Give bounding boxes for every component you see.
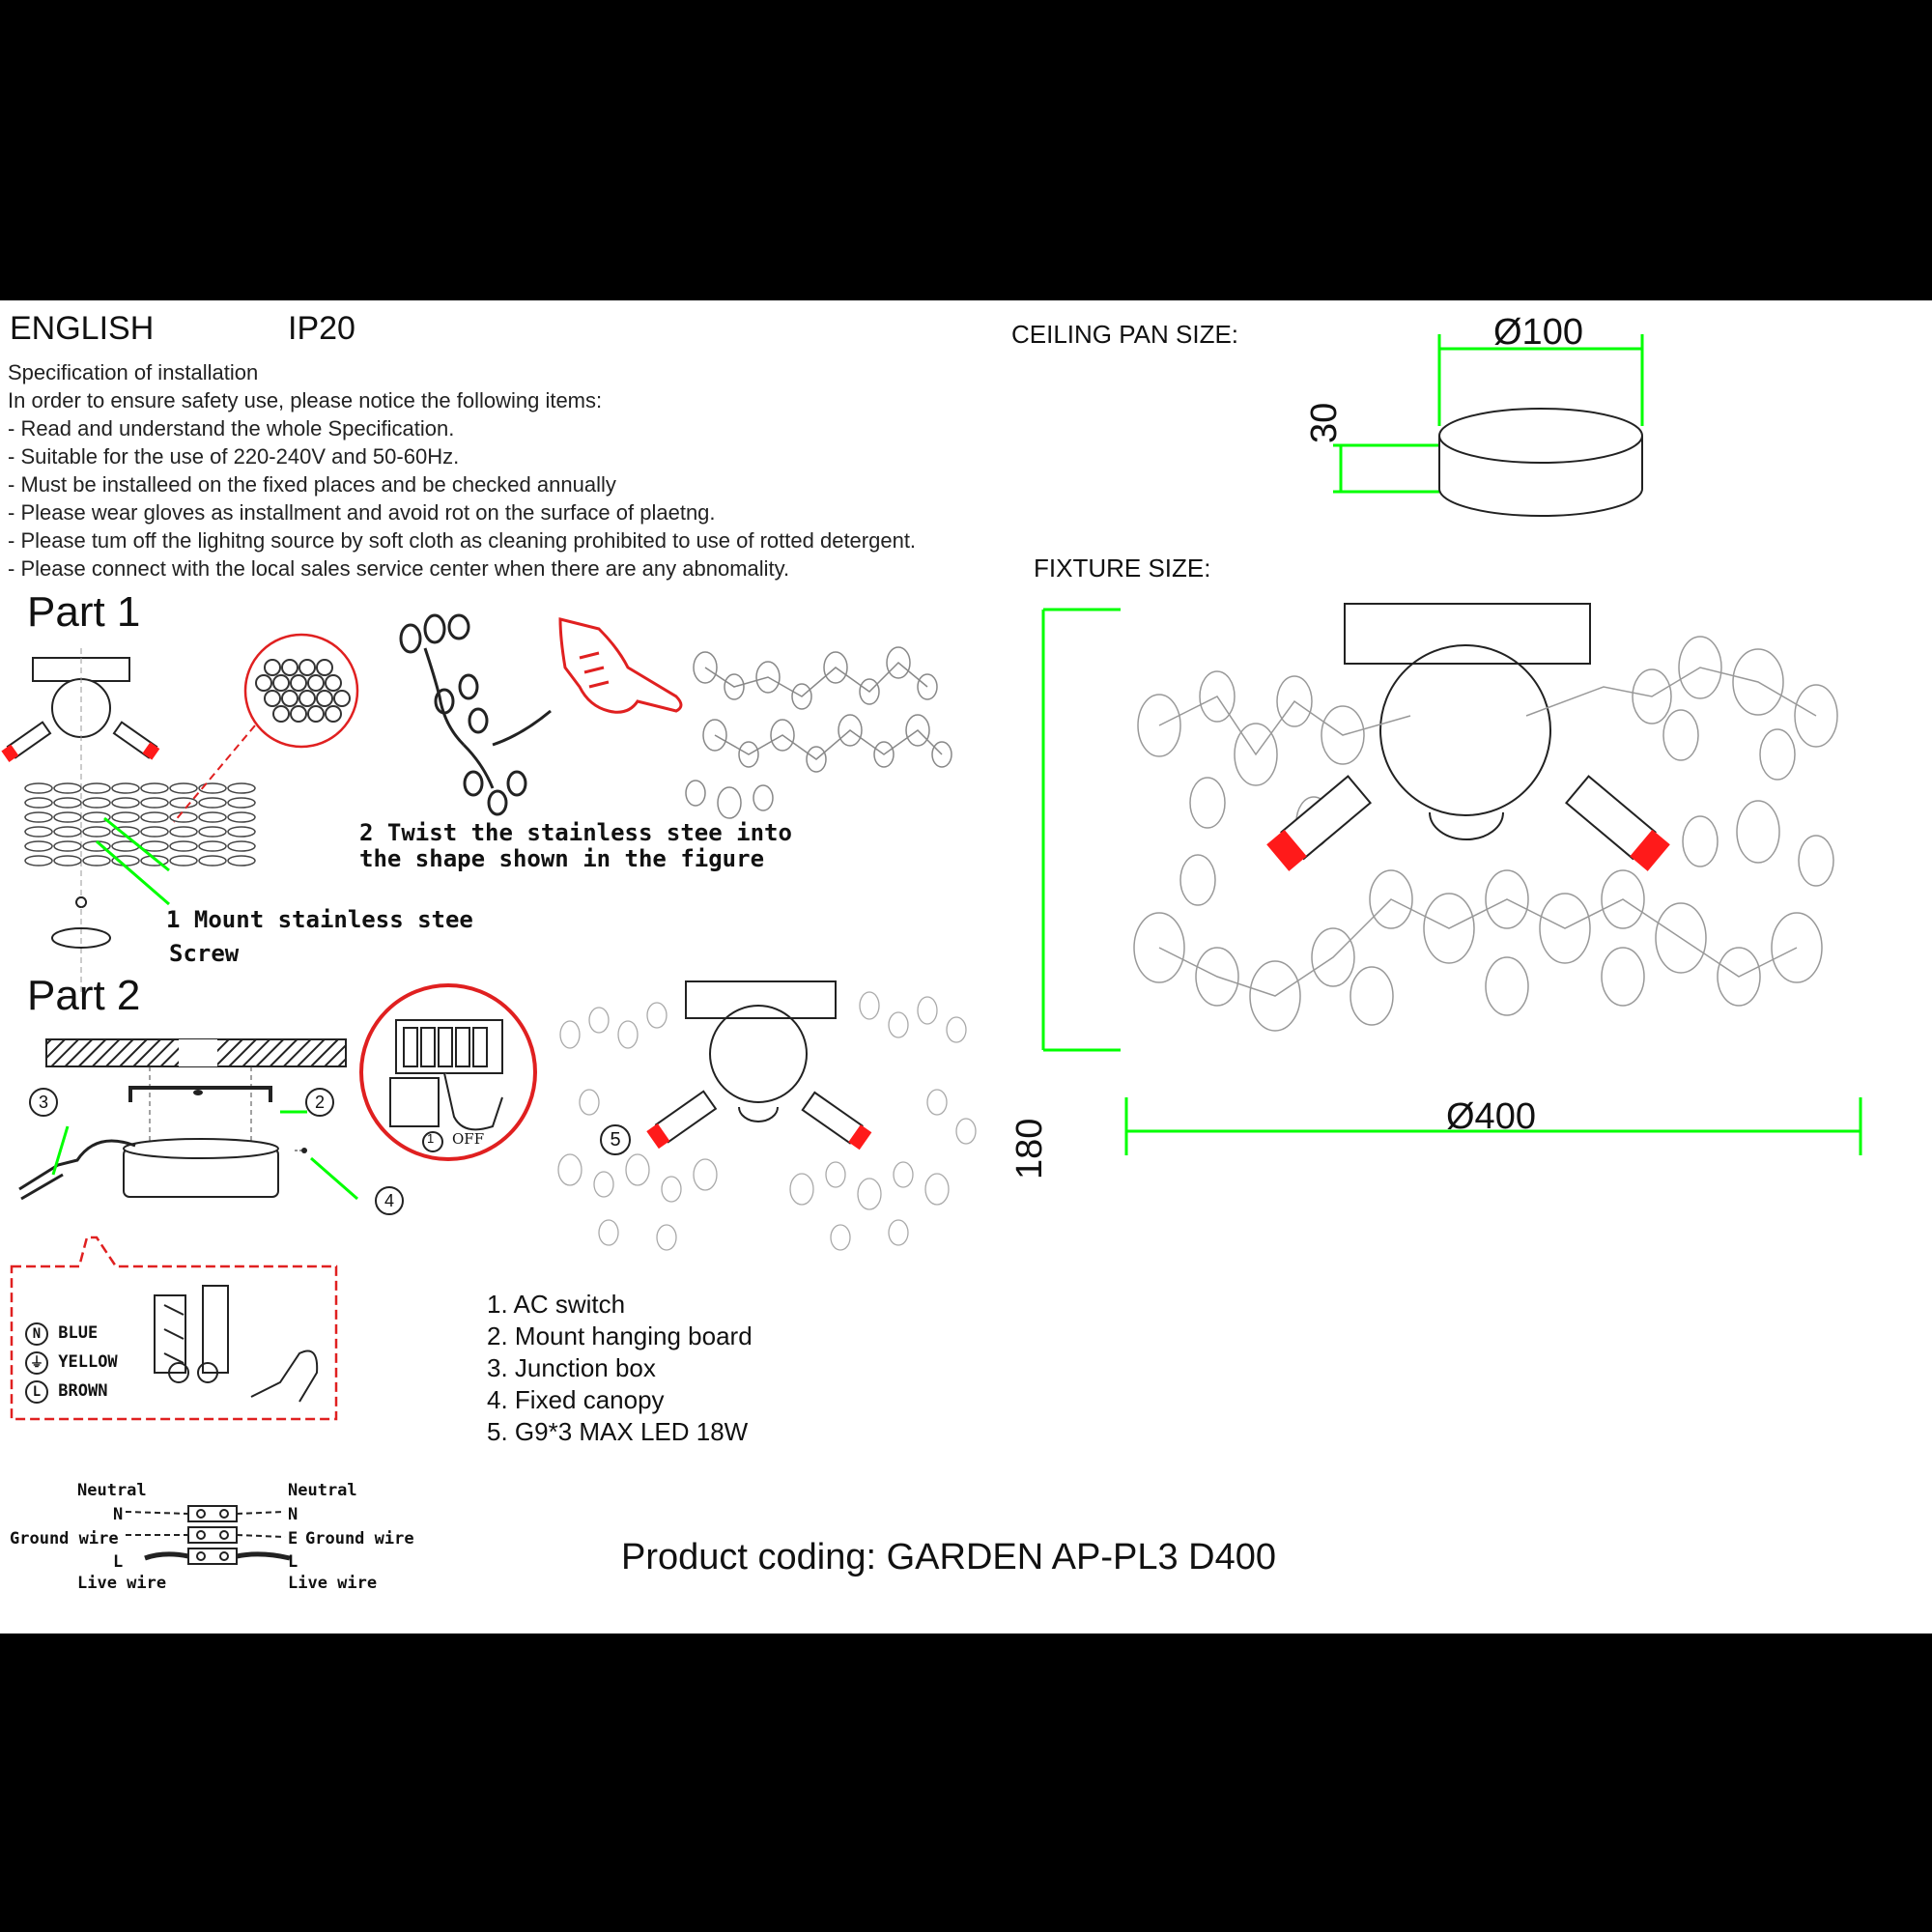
spec-intro: In order to ensure safety use, please no… [8, 388, 603, 412]
switch-off-label: OFF [452, 1130, 485, 1148]
wiring-neutral-right: Neutral [288, 1481, 357, 1500]
parts-legend: 1. AC switch 2. Mount hanging board 3. J… [487, 1289, 753, 1448]
fixture-size-label: FIXTURE SIZE: [1034, 554, 1211, 582]
part2-fixture-illustration [557, 980, 977, 1251]
callout-5: 5 [600, 1124, 631, 1155]
spec-item: - Read and understand the whole Specific… [8, 416, 455, 440]
callout-2: 2 [305, 1088, 334, 1117]
legend-item: 4. Fixed canopy [487, 1385, 665, 1414]
legend-item: 1. AC switch [487, 1290, 626, 1319]
instruction-sheet: ENGLISH IP20 Specification of installati… [0, 300, 1932, 1634]
language-label: ENGLISH [10, 310, 155, 347]
wire-color-blue: BLUE [58, 1323, 99, 1343]
ceiling-pan-drawing [1333, 334, 1644, 517]
wire-letter-ground: ⏚ [25, 1351, 48, 1375]
ac-switch-illustration [359, 983, 537, 1161]
wire-neutral-row: N BLUE [25, 1322, 98, 1346]
ip-rating: IP20 [288, 310, 355, 347]
wiring-ground-left: Ground wire [10, 1529, 119, 1548]
wiring-n-left: N [113, 1505, 124, 1524]
wire-live-row: L BROWN [25, 1380, 107, 1404]
wiring-n-right: N [288, 1505, 298, 1524]
spec-item: - Suitable for the use of 220-240V and 5… [8, 444, 460, 469]
spec-item: - Please connect with the local sales se… [8, 556, 790, 581]
wiring-l-left: L [113, 1552, 124, 1572]
part1-screw-label: Screw [169, 940, 240, 967]
part1-step2-line2: the shape shown in the figure [359, 845, 765, 872]
wire-letter-l: L [25, 1380, 48, 1404]
wire-color-yellow: YELLOW [58, 1352, 118, 1372]
part2-mounting-illustration [18, 1038, 358, 1201]
spec-item: - Please wear gloves as installment and … [8, 500, 716, 525]
wiring-live-right: Live wire [288, 1574, 378, 1593]
wiring-detail-box [10, 1236, 338, 1421]
legend-item: 3. Junction box [487, 1353, 656, 1382]
wiring-neutral-left: Neutral [77, 1481, 147, 1500]
ceiling-pan-label: CEILING PAN SIZE: [1011, 320, 1239, 349]
part1-mount-illustration [1, 633, 359, 996]
part1-step1: 1 Mount stainless stee [166, 906, 473, 933]
terminal-block-diagram [125, 1505, 291, 1565]
wire-color-brown: BROWN [58, 1381, 108, 1401]
legend-item: 5. G9*3 MAX LED 18W [487, 1417, 749, 1446]
wire-ground-row: ⏚ YELLOW [25, 1351, 118, 1375]
pan-diameter-value: Ø100 [1493, 312, 1583, 353]
callout-4: 4 [375, 1186, 404, 1215]
product-coding: Product coding: GARDEN AP-PL3 D400 [621, 1537, 1277, 1577]
part2-title: Part 2 [27, 972, 141, 1019]
callout-1-number: 1 [427, 1131, 435, 1146]
wiring-e-right: E [288, 1529, 298, 1548]
wiring-l-right: L [288, 1552, 298, 1572]
wire-letter-n: N [25, 1322, 48, 1346]
twist-illustration [399, 613, 952, 819]
wiring-ground-right: Ground wire [305, 1529, 414, 1548]
spec-item: - Must be installeed on the fixed places… [8, 472, 616, 497]
spec-item: - Please tum off the lighitng source by … [8, 528, 917, 553]
spec-title: Specification of installation [8, 360, 259, 384]
specification-block: Specification of installation In order t… [8, 358, 916, 582]
fixture-drawing [1041, 603, 1862, 1155]
wiring-live-left: Live wire [77, 1574, 167, 1593]
callout-3: 3 [29, 1088, 58, 1117]
legend-item: 2. Mount hanging board [487, 1321, 753, 1350]
part1-title: Part 1 [27, 588, 141, 636]
part1-step2-line1: 2 Twist the stainless stee into [359, 819, 792, 846]
